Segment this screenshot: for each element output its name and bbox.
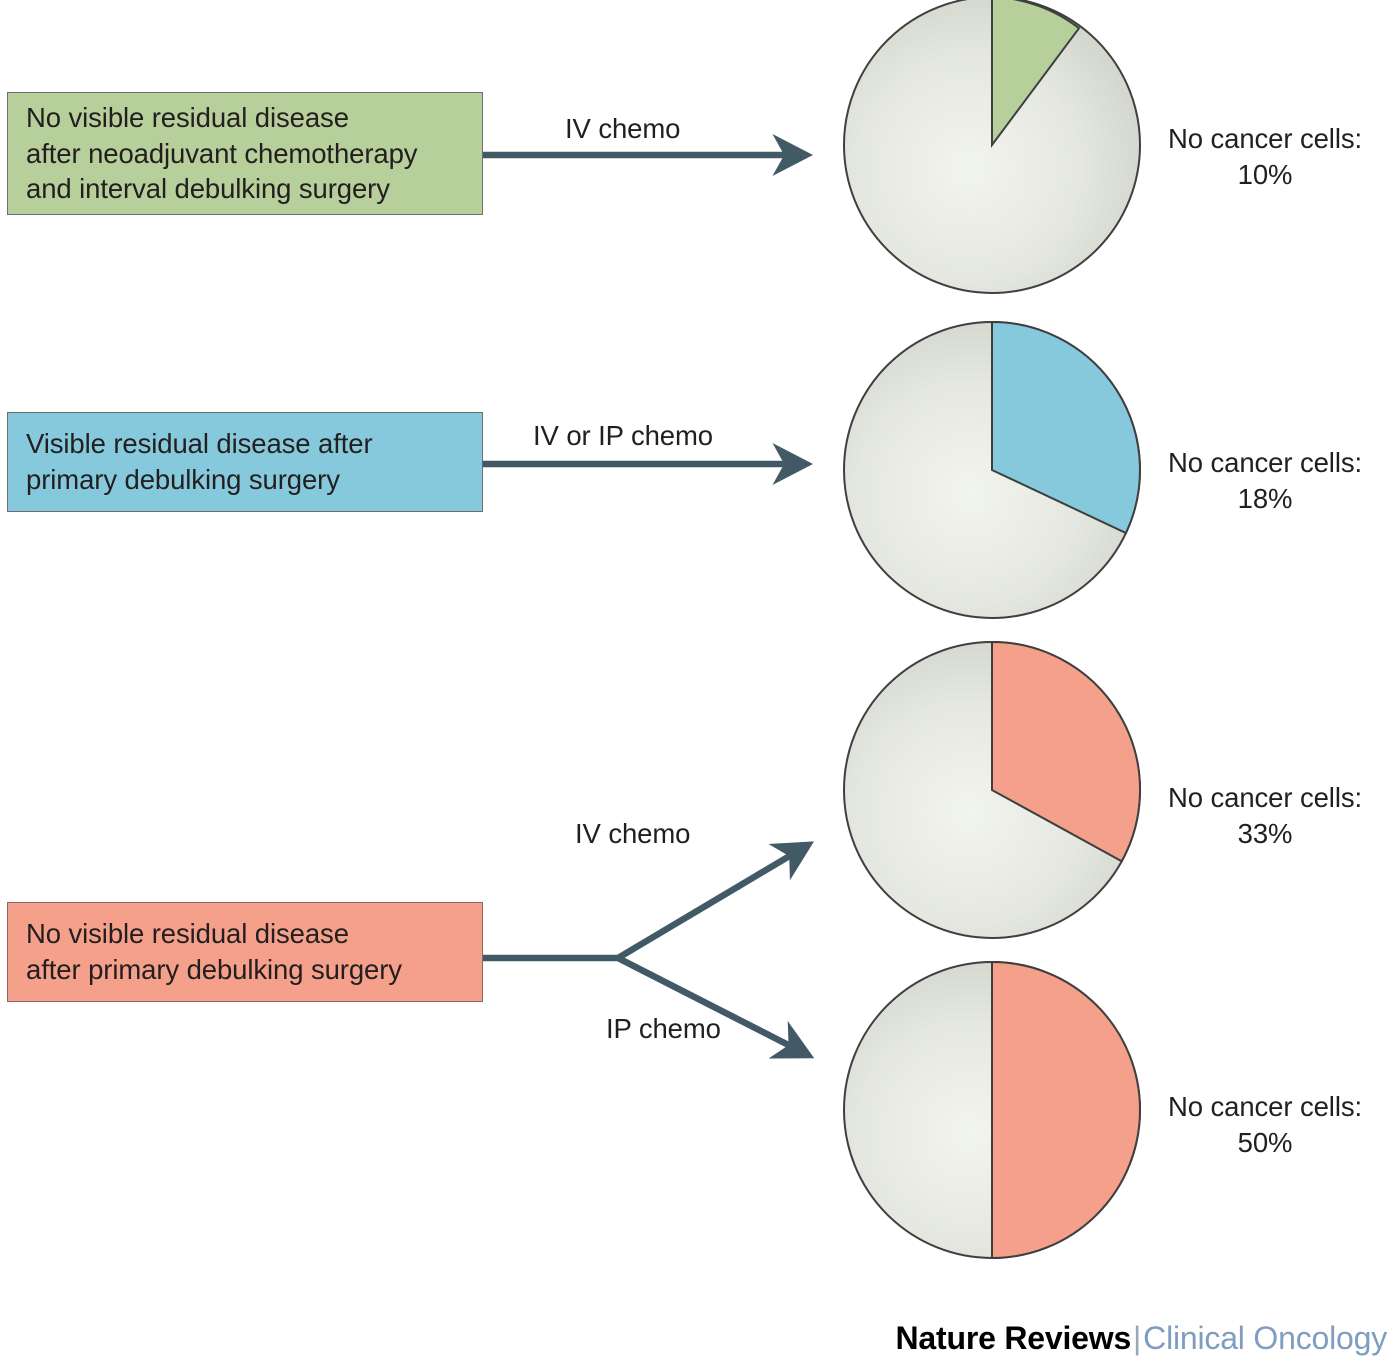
box-salmon-line-1: No visible residual disease xyxy=(26,918,349,950)
pie-1-slice-primary xyxy=(991,0,1081,149)
box-green-line-2: after neoadjuvant chemotherapy xyxy=(26,137,418,169)
result-label-pie-1: No cancer cells: 10% xyxy=(1135,121,1395,194)
category-box-visible-residual-after-pds[interactable]: Visible residual disease after primary d… xyxy=(7,412,483,512)
arrow-label-iv-or-ip-chemo: IV or IP chemo xyxy=(533,420,713,451)
brand-separator: | xyxy=(1133,1320,1142,1356)
arrow-label-ip-chemo: IP chemo xyxy=(606,1013,721,1044)
result-label-pie-2: No cancer cells: 18% xyxy=(1135,445,1395,518)
pie-chart-2 xyxy=(843,320,1141,619)
box-salmon-line-2: after primary debulking surgery xyxy=(26,954,402,985)
box-green-line-1: No visible residual disease xyxy=(26,101,349,133)
result-3-line-1: No cancer cells: xyxy=(1167,782,1363,813)
result-3-value: 33% xyxy=(1237,818,1293,850)
pie-3-slice-primary xyxy=(991,640,1141,863)
pie-chart-4 xyxy=(843,960,1141,1260)
result-4-value: 50% xyxy=(1237,1127,1293,1159)
box-blue-line-1: Visible residual disease after xyxy=(26,428,373,460)
brand-subtitle: Clinical Oncology xyxy=(1143,1320,1387,1356)
box-green-line-3: and interval debulking surgery xyxy=(26,173,390,205)
arrow-label-iv-chemo-2: IV chemo xyxy=(575,818,691,849)
result-label-pie-4: No cancer cells: 50% xyxy=(1135,1089,1395,1162)
brand-name: Nature Reviews xyxy=(895,1320,1132,1356)
pie-4-slice-primary xyxy=(991,960,1141,1260)
arrow-label-iv-chemo-1: IV chemo xyxy=(565,113,681,144)
box-blue-line-2: primary debulking surgery xyxy=(26,464,340,495)
result-1-value: 10% xyxy=(1237,159,1293,191)
pie-chart-1 xyxy=(843,0,1141,294)
category-box-no-residual-after-nact[interactable]: No visible residual disease after neoadj… xyxy=(7,92,483,215)
result-2-value: 18% xyxy=(1237,483,1293,515)
result-label-pie-3: No cancer cells: 33% xyxy=(1135,780,1395,853)
result-1-line-1: No cancer cells: xyxy=(1167,123,1363,154)
arrow-iv-chemo-2 xyxy=(616,841,815,961)
category-box-no-residual-after-pds[interactable]: No visible residual disease after primar… xyxy=(7,902,483,1002)
pie-chart-3 xyxy=(843,640,1141,939)
arrow-ip-chemo xyxy=(616,955,815,1059)
journal-branding: Nature Reviews|Clinical Oncology xyxy=(895,1320,1388,1357)
pie-2-slice-primary xyxy=(991,320,1141,535)
result-4-line-1: No cancer cells: xyxy=(1167,1091,1363,1122)
result-2-line-1: No cancer cells: xyxy=(1167,447,1363,478)
